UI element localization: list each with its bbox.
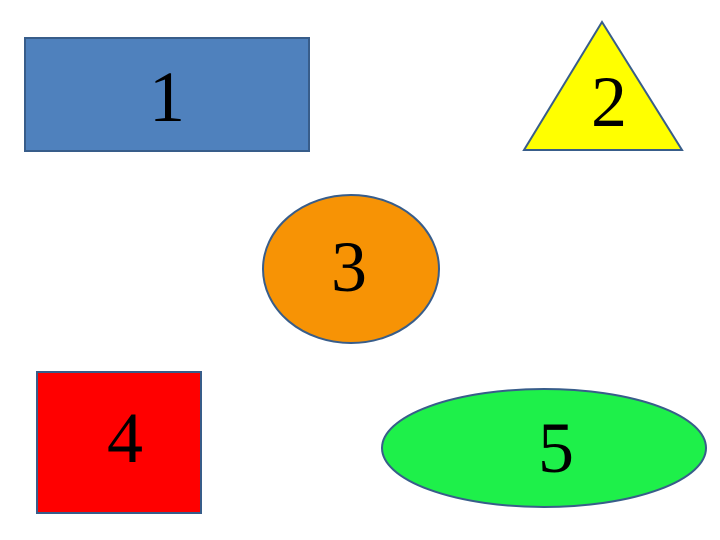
shape-4-square[interactable]: 4 (36, 371, 202, 514)
triangle-label: 2 (591, 62, 627, 142)
shape-5-ellipse[interactable]: 5 (381, 388, 707, 508)
square-label: 4 (107, 398, 143, 478)
shape-1-rectangle[interactable]: 1 (24, 37, 310, 152)
triangle-shape[interactable] (522, 20, 684, 151)
circle-shape[interactable] (262, 194, 440, 344)
shape-2-triangle[interactable]: 2 (522, 20, 684, 151)
ellipse-label: 5 (538, 408, 574, 488)
shape-3-circle[interactable]: 3 (262, 194, 440, 344)
square-shape[interactable] (36, 371, 202, 514)
rectangle-shape[interactable] (24, 37, 310, 152)
rectangle-label: 1 (149, 57, 185, 137)
ellipse-shape[interactable] (381, 388, 707, 508)
circle-label: 3 (331, 227, 367, 307)
